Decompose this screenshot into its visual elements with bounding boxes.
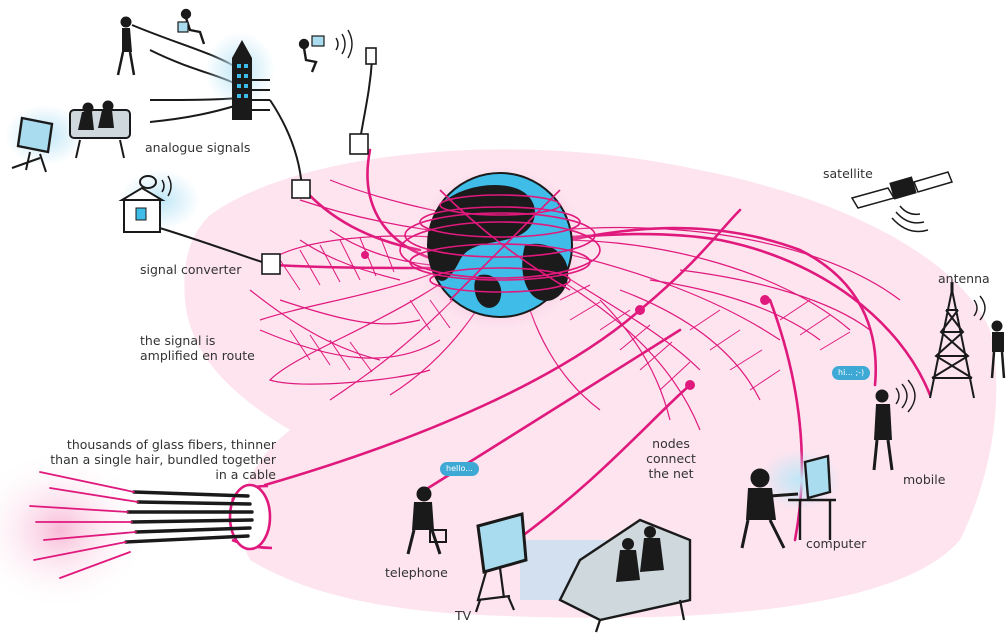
person-phone-icon [990, 320, 1006, 379]
node-dot [635, 305, 645, 315]
globe-icon [399, 158, 601, 338]
person-mobile-icon [872, 379, 916, 471]
converter-box [349, 133, 369, 155]
sofa-couple-icon [558, 518, 692, 633]
converter-box [365, 47, 377, 65]
network-nodes [361, 251, 770, 390]
label-computer: computer [806, 536, 867, 551]
route-cable [263, 208, 742, 487]
fiber-cable-icon [29, 471, 273, 579]
label-fibers-line3: in a cable [215, 467, 276, 482]
label-mobile: mobile [903, 472, 946, 487]
label-analogue-signals: analogue signals [145, 140, 251, 155]
tv-icon [5, 105, 85, 173]
label-fibers: thousands of glass fibers, thinner than … [44, 437, 276, 482]
node-dot [685, 380, 695, 390]
label-nodes-line2: connect [646, 451, 696, 466]
speech-bubble-telephone: hello... [440, 462, 479, 476]
label-telephone: telephone [385, 565, 448, 580]
sofa-couple-icon [69, 100, 131, 159]
label-fibers-line1: thousands of glass fibers, thinner [66, 437, 276, 452]
person-seated-icon [298, 29, 353, 73]
antenna-tower-icon [929, 282, 986, 399]
converter-box [291, 179, 311, 199]
label-nodes-line3: the net [648, 466, 694, 481]
label-antenna: antenna [938, 271, 990, 286]
label-tv: TV [455, 608, 472, 623]
signal-converter-boxes [261, 47, 377, 275]
house-icon [118, 170, 200, 233]
person-computer-icon [740, 468, 799, 549]
label-satellite: satellite [823, 166, 873, 181]
cable-glow [0, 450, 150, 610]
label-nodes: nodes connect the net [634, 436, 708, 481]
label-nodes-line1: nodes [652, 436, 690, 451]
label-signal-converter: signal converter [140, 262, 242, 277]
person-seated-icon [177, 8, 206, 45]
label-fibers-line2: than a single hair, bundled together [50, 452, 276, 467]
node-dot [760, 295, 770, 305]
label-amplified: the signal is amplified en route [140, 333, 255, 363]
label-amplified-line1: the signal is [140, 333, 216, 348]
label-amplified-line2: amplified en route [140, 348, 255, 363]
building-icon [205, 32, 275, 120]
satellite-icon [850, 171, 954, 233]
speech-bubble-mobile: hi... ;-) [832, 366, 871, 380]
person-icon [116, 16, 136, 76]
person-telephone-icon [406, 486, 447, 555]
node-dot [361, 251, 369, 259]
converter-box [261, 253, 281, 275]
